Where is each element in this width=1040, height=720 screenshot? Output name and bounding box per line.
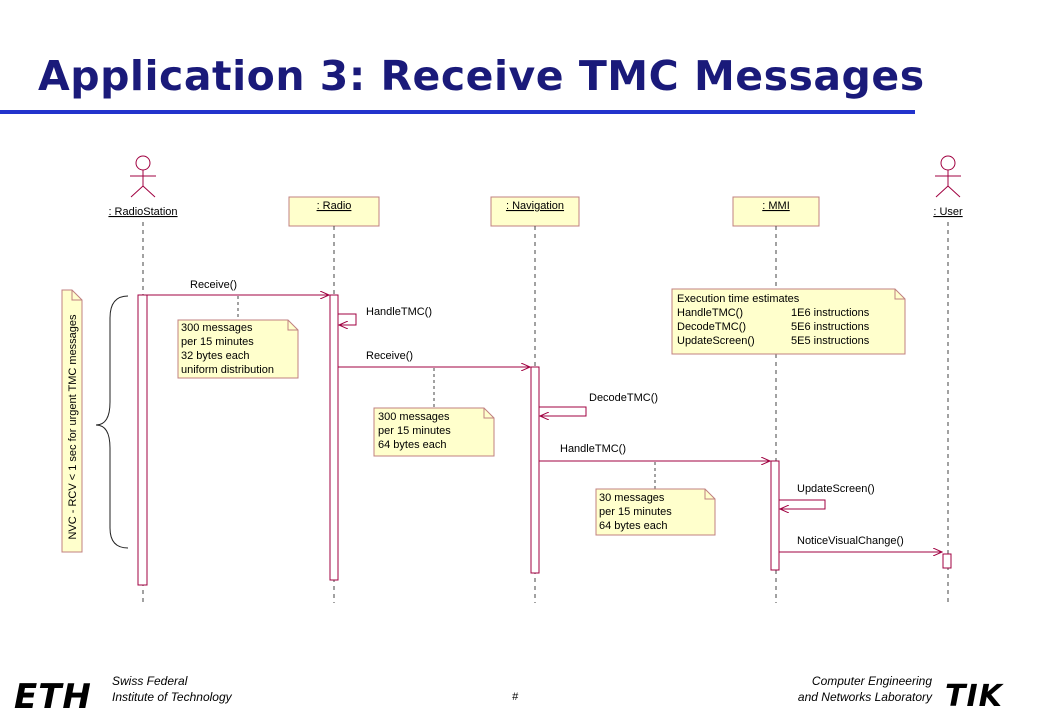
note-line: 64 bytes each xyxy=(599,520,668,532)
lifeline-label: : RadioStation xyxy=(108,206,177,218)
activation-user xyxy=(942,553,952,569)
estimate-op: DecodeTMC() xyxy=(677,321,746,333)
estimate-op: UpdateScreen() xyxy=(677,335,755,347)
note-line: 30 messages xyxy=(599,492,665,504)
lifeline-label: : Navigation xyxy=(506,200,564,212)
page-title: Application 3: Receive TMC Messages xyxy=(38,52,925,100)
note-line: per 15 minutes xyxy=(181,336,254,348)
note-line: 300 messages xyxy=(378,411,450,423)
message-label: UpdateScreen() xyxy=(797,483,875,495)
note-line: 32 bytes each xyxy=(181,350,250,362)
lifeline-label: : Radio xyxy=(317,200,352,212)
estimates-title: Execution time estimates xyxy=(677,293,800,305)
message-label: HandleTMC() xyxy=(560,443,626,455)
tik-logo: TIK xyxy=(945,679,1005,714)
note-radio-rate: 300 messages per 15 minutes 64 bytes eac… xyxy=(373,407,495,457)
eth-logo-text: ETH xyxy=(14,677,92,717)
note-line: 300 messages xyxy=(181,322,253,334)
estimate-value: 5E5 instructions xyxy=(791,335,870,347)
estimate-value: 5E6 instructions xyxy=(791,321,870,333)
actor-radiostation: : RadioStation xyxy=(108,155,178,218)
note-line: 64 bytes each xyxy=(378,439,447,451)
title-underline xyxy=(0,110,915,114)
estimate-op: HandleTMC() xyxy=(677,307,743,319)
message-label: Receive() xyxy=(366,350,413,362)
lifeline-label: : User xyxy=(933,206,963,218)
footer-institution-line2: Institute of Technology xyxy=(112,690,232,704)
footer-institution-line1: Swiss Federal xyxy=(112,674,188,688)
message-label: HandleTMC() xyxy=(366,306,432,318)
note-line: per 15 minutes xyxy=(378,425,451,437)
lifeline-label: : MMI xyxy=(762,200,790,212)
message-label: DecodeTMC() xyxy=(589,392,658,404)
footer-lab-line1: Computer Engineering xyxy=(811,674,932,688)
activation-radiostation xyxy=(137,294,148,586)
activation-bars xyxy=(137,294,952,586)
message-label: Receive() xyxy=(190,279,237,291)
note-connectors xyxy=(237,296,656,489)
message-arrow xyxy=(779,499,826,509)
estimate-value: 1E6 instructions xyxy=(791,307,870,319)
stick-figure-icon xyxy=(935,155,961,198)
curly-brace xyxy=(95,295,129,549)
object-navigation: : Navigation xyxy=(490,196,580,227)
footer-institution: Swiss Federal Institute of Technology xyxy=(112,673,232,705)
activation-navigation xyxy=(530,366,540,574)
object-mmi: : MMI xyxy=(732,196,820,227)
eth-logo: ETH xyxy=(14,677,92,717)
footer-lab-line2: and Networks Laboratory xyxy=(797,690,932,704)
object-radio: : Radio xyxy=(288,196,380,227)
footer-lab: Computer Engineering and Networks Labora… xyxy=(798,673,932,705)
note-line: uniform distribution xyxy=(181,364,274,376)
message-label: NoticeVisualChange() xyxy=(797,535,904,547)
activation-mmi xyxy=(770,460,780,571)
tik-logo-text: TIK xyxy=(945,679,1005,714)
note-radiostation-rate: 300 messages per 15 minutes 32 bytes eac… xyxy=(177,319,299,379)
page-number: # xyxy=(512,691,519,703)
message-arrow xyxy=(338,313,357,325)
note-execution-estimates: Execution time estimates HandleTMC() 1E6… xyxy=(671,288,906,355)
actor-user: : User xyxy=(933,155,963,218)
message-arrow xyxy=(539,406,587,416)
note-constraint: NVC - RCV < 1 sec for urgent TMC message… xyxy=(61,289,83,553)
constraint-text: NVC - RCV < 1 sec for urgent TMC message… xyxy=(67,314,79,540)
note-navigation-rate: 30 messages per 15 minutes 64 bytes each xyxy=(595,488,716,536)
note-line: per 15 minutes xyxy=(599,506,672,518)
stick-figure-icon xyxy=(130,155,156,198)
activation-radio xyxy=(329,294,339,581)
